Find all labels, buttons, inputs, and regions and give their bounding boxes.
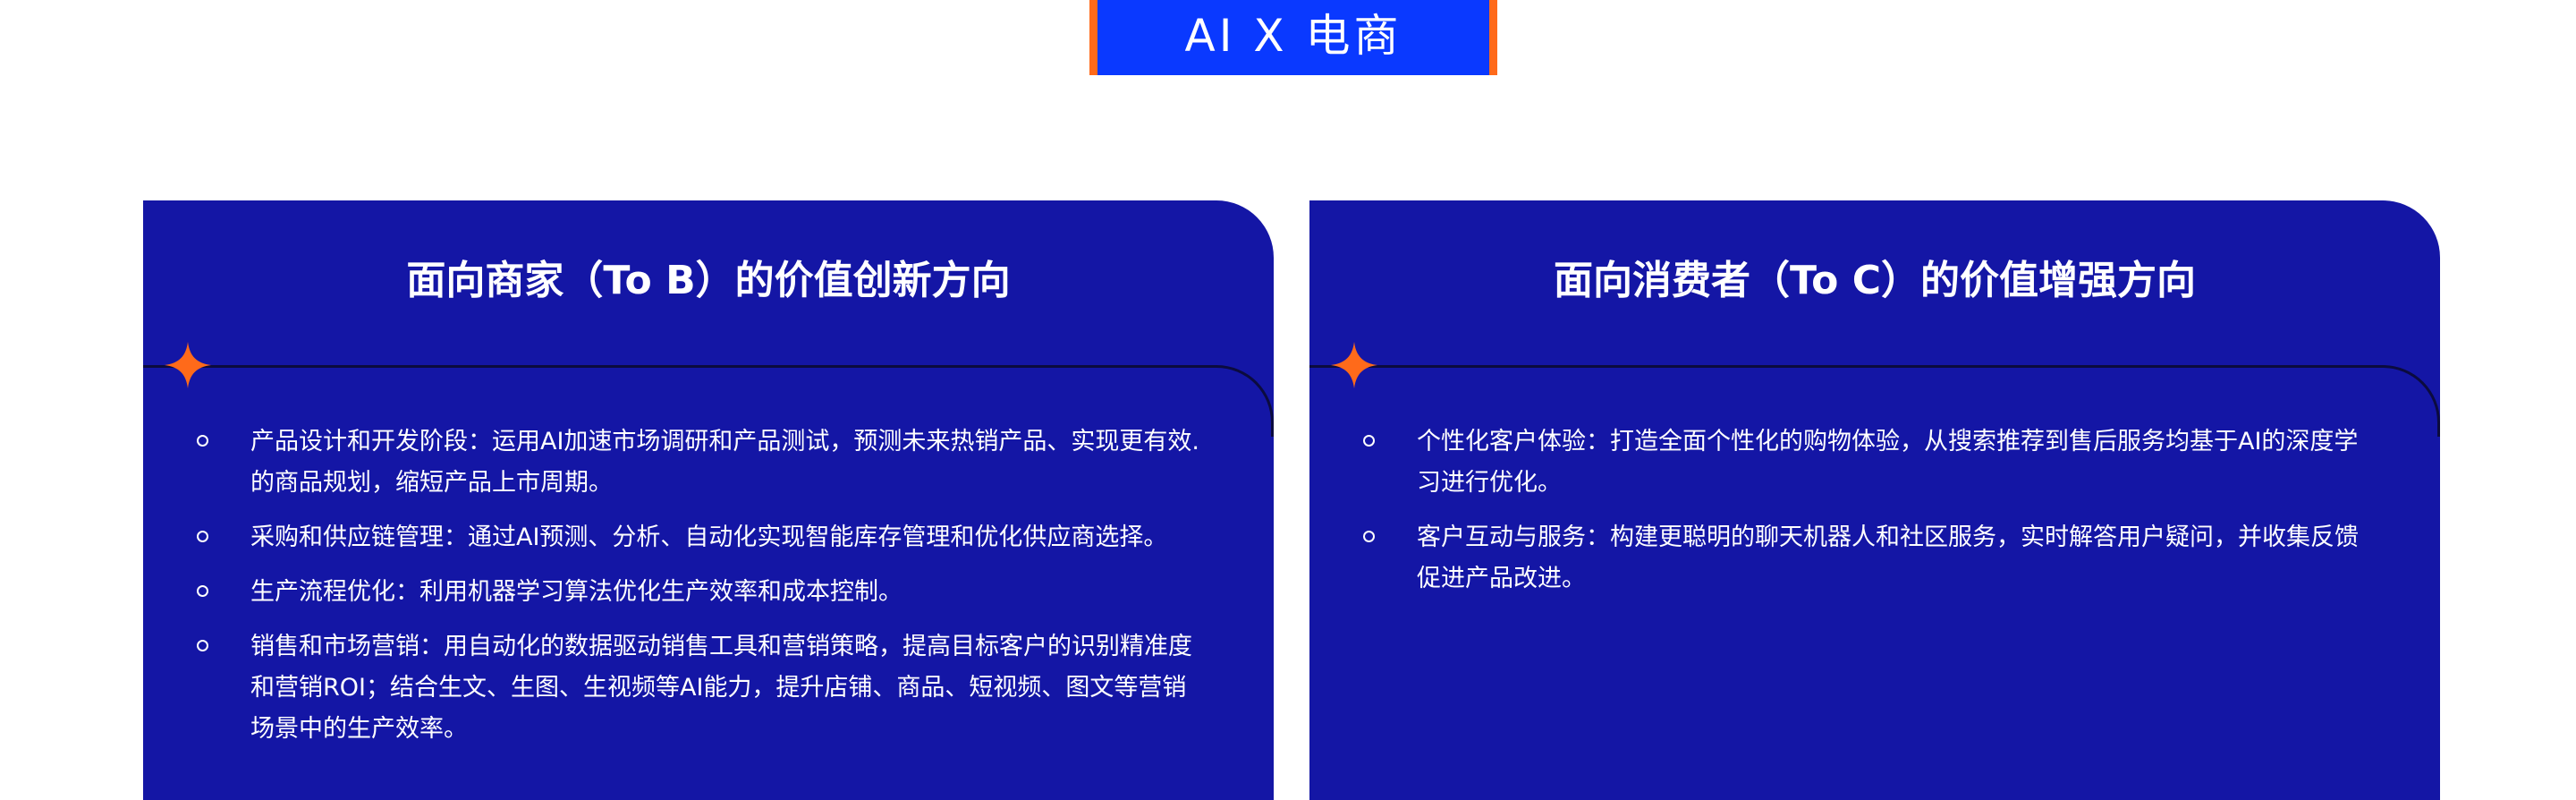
bullet-icon <box>197 531 208 542</box>
header-tab: AI X 电商 <box>1089 0 1497 75</box>
to-b-card: 面向商家（To B）的价值创新方向 产品设计和开发阶段：运用AI加速市场调研和产… <box>143 200 1274 800</box>
list-item: 采购和供应链管理：通过AI预测、分析、自动化实现智能库存管理和优化供应商选择。 <box>177 517 1209 558</box>
list-item: 销售和市场营销：用自动化的数据驱动销售工具和营销策略，提高目标客户的识别精准度和… <box>177 626 1209 750</box>
to-c-list: 个性化客户体验：打造全面个性化的购物体验，从搜索推荐到售后服务均基于AI的深度学… <box>1343 421 2376 613</box>
page-title: AI X 电商 <box>1184 10 1402 62</box>
card-title: 面向消费者（To C）的价值增强方向 <box>1553 258 2196 303</box>
bullet-icon <box>197 435 208 447</box>
list-item: 产品设计和开发阶段：运用AI加速市场调研和产品测试，预测未来热销产品、实现更有效… <box>177 421 1209 504</box>
list-item: 客户互动与服务：构建更聪明的聊天机器人和社区服务，实时解答用户疑问，并收集反馈促… <box>1343 517 2376 600</box>
card-title: 面向商家（To B）的价值创新方向 <box>406 258 1011 303</box>
list-item: 个性化客户体验：打造全面个性化的购物体验，从搜索推荐到售后服务均基于AI的深度学… <box>1343 421 2376 504</box>
to-b-list: 产品设计和开发阶段：运用AI加速市场调研和产品测试，预测未来热销产品、实现更有效… <box>177 421 1209 763</box>
bullet-icon <box>197 640 208 651</box>
bullet-icon <box>197 585 208 597</box>
list-item: 生产流程优化：利用机器学习算法优化生产效率和成本控制。 <box>177 572 1209 613</box>
bullet-icon <box>1363 531 1375 542</box>
sparkle-star-icon <box>165 342 211 388</box>
bullet-icon <box>1363 435 1375 447</box>
sparkle-star-icon <box>1331 342 1377 388</box>
to-c-card: 面向消费者（To C）的价值增强方向 个性化客户体验：打造全面个性化的购物体验，… <box>1309 200 2440 800</box>
